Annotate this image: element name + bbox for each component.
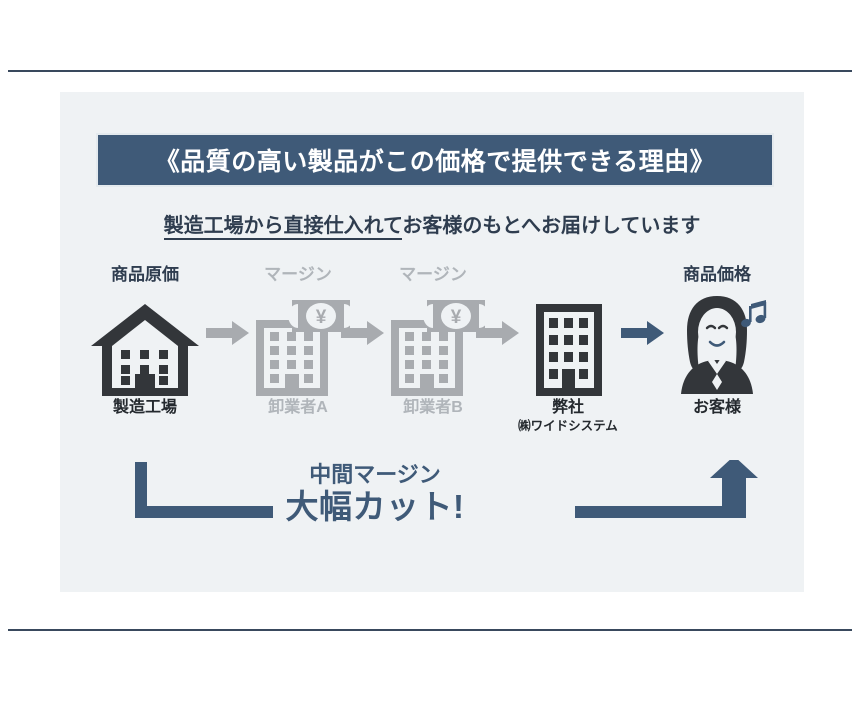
- node-bottom-label-wholesaler-b: 卸業者B: [403, 399, 463, 416]
- top-divider-rule: [8, 70, 852, 72]
- callout-bracket-icon: [135, 460, 758, 518]
- bottom-divider-rule: [8, 629, 852, 631]
- supply-chain-flow: 商品原価: [60, 262, 804, 462]
- customer-person-icon: [657, 288, 777, 398]
- node-bottom-label-wholesaler-a: 卸業者A: [268, 399, 328, 416]
- office-building-with-money-icon-b: ¥: [373, 288, 493, 398]
- node-bottom-label-customer: お客様: [692, 399, 741, 416]
- callout-text: 中間マージン 大幅カット!: [250, 462, 500, 526]
- node-top-label-cost: 商品原価: [111, 265, 179, 284]
- node-top-label-company: [508, 262, 628, 288]
- arrow-company-to-customer: [621, 320, 665, 346]
- node-sub-label-company-name: ㈱ワイドシステム: [518, 419, 618, 433]
- callout-line-2: 大幅カット!: [285, 488, 465, 525]
- subtitle-underlined-part: 製造工場から直接仕入れて: [163, 215, 403, 240]
- flow-node-company: 弊社 ㈱ワイドシステム: [508, 262, 628, 434]
- svg-text:¥: ¥: [316, 307, 327, 328]
- flow-node-customer: 商品価格: [657, 262, 777, 418]
- factory-building-icon: [85, 288, 205, 398]
- node-bottom-label-company: 弊社: [551, 399, 584, 416]
- node-top-label-margin-b: マージン: [399, 265, 467, 284]
- diagram-panel: 《品質の高い製品がこの価格で提供できる理由》 製造工場から直接仕入れてお客様のも…: [60, 92, 804, 592]
- title-banner: 《品質の高い製品がこの価格で提供できる理由》: [96, 133, 774, 187]
- subtitle-rest-part: お客様のもとへお届けしています: [402, 215, 701, 237]
- banner-title: 《品質の高い製品がこの価格で提供できる理由》: [154, 148, 716, 176]
- arrow-wholesaler-a-to-wholesaler-b: [341, 320, 385, 346]
- flow-node-wholesaler-a: マージン: [238, 262, 358, 418]
- arrow-factory-to-wholesaler-a: [206, 320, 250, 346]
- node-top-label-price: 商品価格: [683, 265, 751, 284]
- node-bottom-label-factory: 製造工場: [112, 399, 177, 416]
- margin-cut-callout: 中間マージン 大幅カット!: [60, 460, 804, 570]
- node-top-label-margin-a: マージン: [264, 265, 332, 284]
- office-building-icon: [508, 288, 628, 398]
- subtitle: 製造工場から直接仕入れてお客様のもとへお届けしています: [60, 209, 804, 240]
- office-building-with-money-icon-a: ¥: [238, 288, 358, 398]
- arrow-wholesaler-b-to-company: [476, 320, 520, 346]
- svg-text:¥: ¥: [451, 307, 462, 328]
- flow-node-wholesaler-b: マージン: [373, 262, 493, 418]
- callout-line-1: 中間マージン: [309, 462, 441, 487]
- flow-node-factory: 商品原価: [85, 262, 205, 418]
